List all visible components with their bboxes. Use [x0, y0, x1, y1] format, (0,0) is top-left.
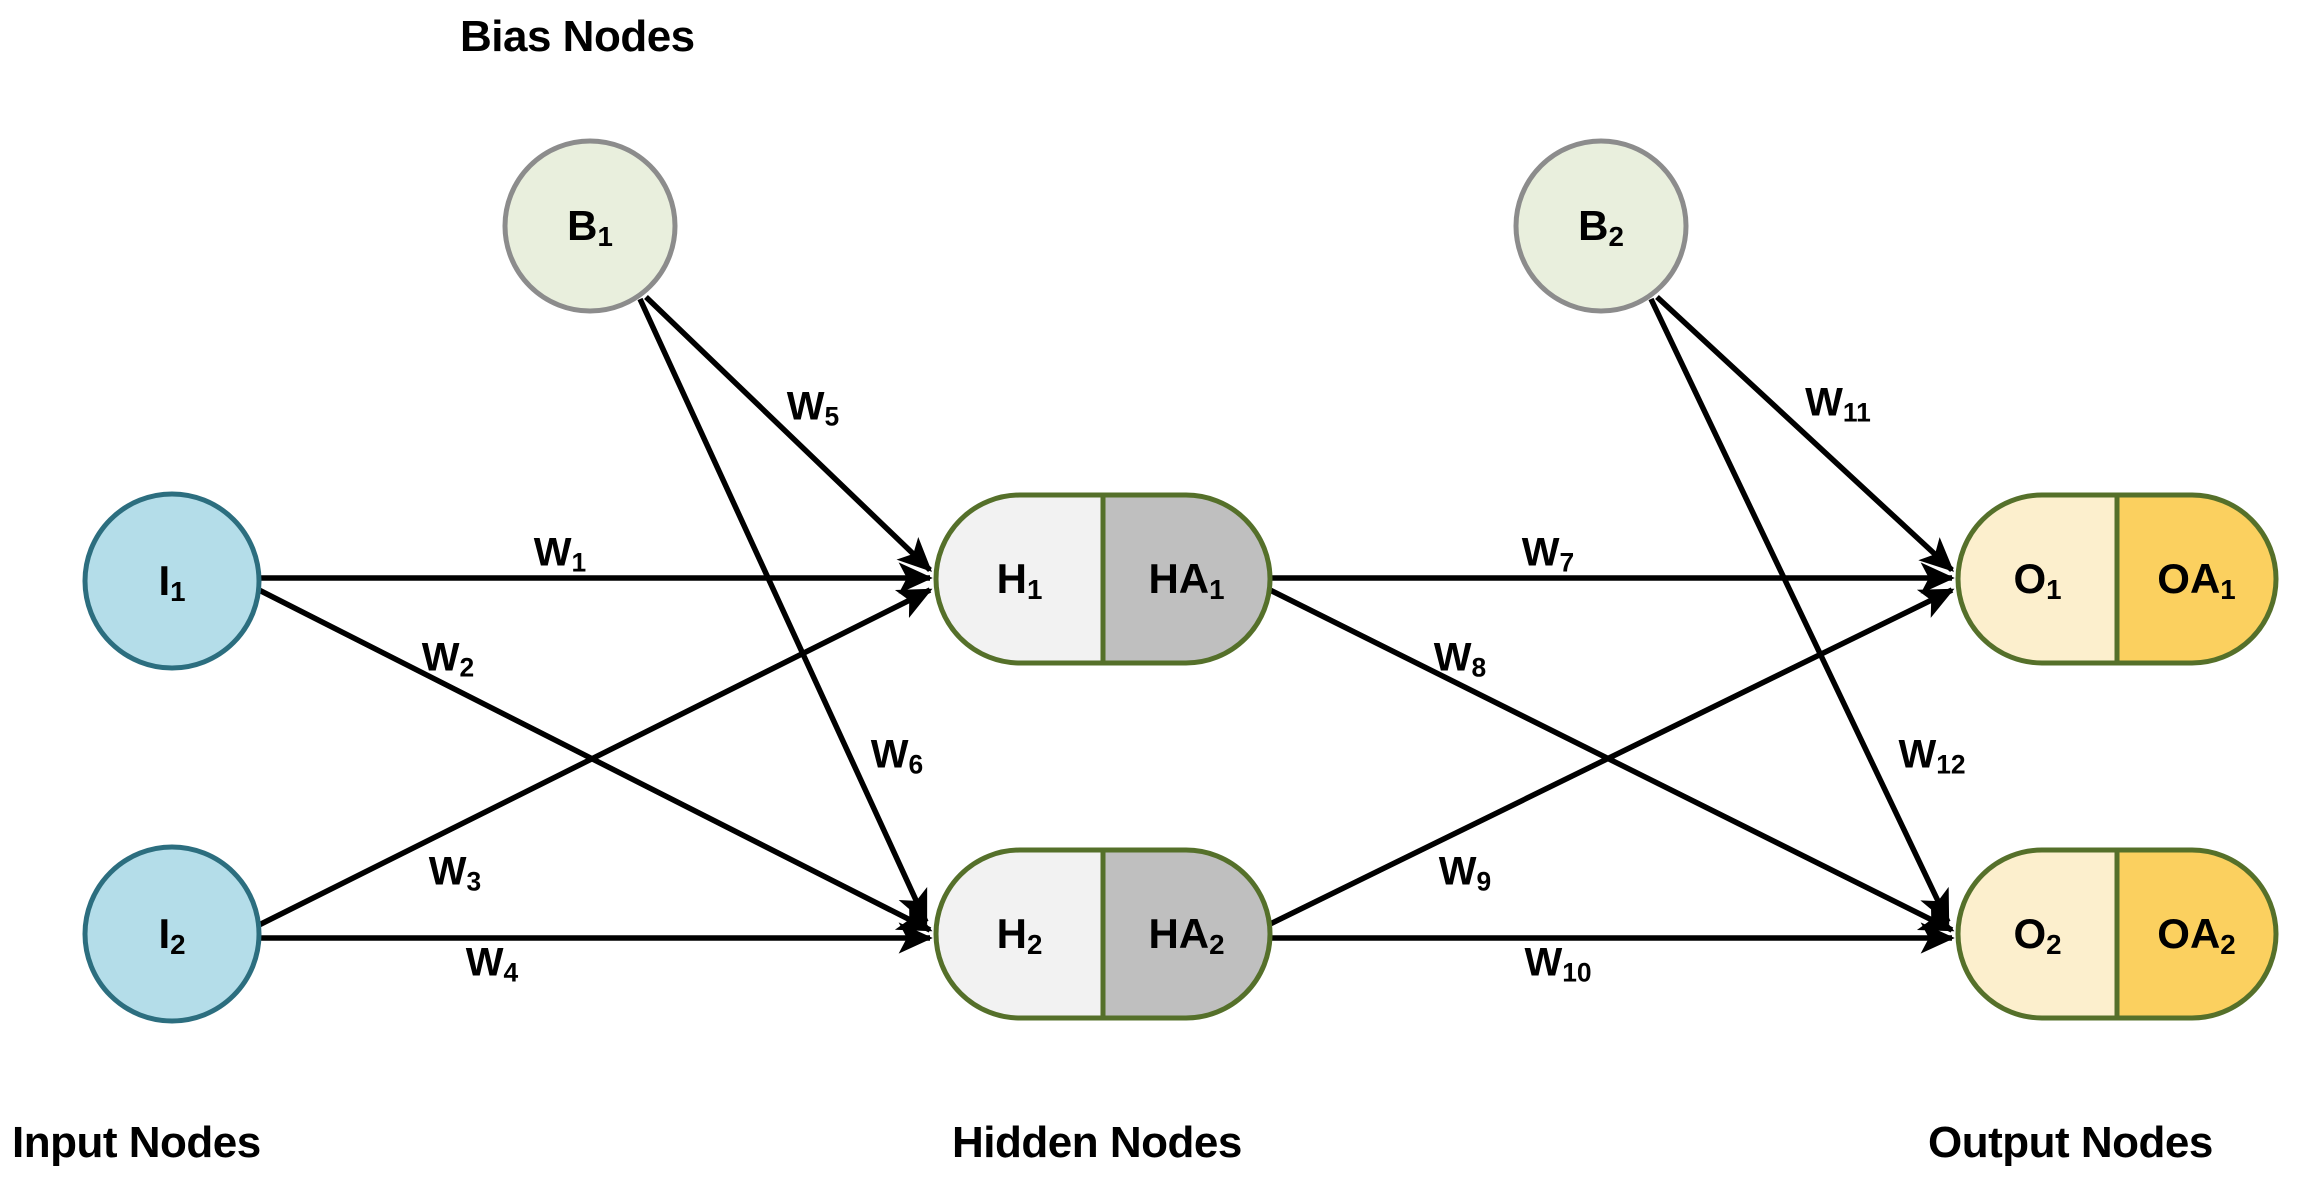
edge-w3 — [257, 587, 933, 928]
edge-label-w8: W8 — [1433, 635, 1487, 683]
edges-group — [257, 294, 1955, 954]
edge-label-w1: W1 — [533, 530, 587, 578]
bias-node-b1[interactable] — [502, 138, 678, 314]
edge-label-w11: W11 — [1805, 380, 1871, 428]
edge-w11 — [1655, 294, 1955, 573]
edge-label-w4: W4 — [465, 940, 519, 988]
hidden-node-h2-activation[interactable] — [1103, 850, 1270, 1018]
edge-label-w3: W3 — [428, 849, 482, 897]
output-title: Output Nodes — [1928, 1118, 2213, 1167]
output-node-o1-activation[interactable] — [2117, 495, 2276, 663]
edge-label-w10: W10 — [1524, 940, 1592, 988]
edge-label-w2: W2 — [421, 635, 475, 683]
hidden-node-h1-activation[interactable] — [1103, 495, 1270, 663]
input-node-i1[interactable] — [82, 491, 262, 671]
edge-w9 — [1266, 587, 1955, 928]
output-node-o2-activation[interactable] — [2117, 850, 2276, 1018]
hidden-title: Hidden Nodes — [952, 1118, 1242, 1167]
edge-w5 — [644, 295, 932, 572]
output-node-o2-preactivation[interactable] — [1958, 850, 2117, 1018]
nodes-group — [82, 138, 2279, 1024]
hidden-node-h1-preactivation[interactable] — [936, 495, 1103, 663]
bias-node-b2[interactable] — [1513, 138, 1689, 314]
hidden-node-h2-preactivation[interactable] — [936, 850, 1103, 1018]
output-node-o1-preactivation[interactable] — [1958, 495, 2117, 663]
input-title: Input Nodes — [12, 1118, 261, 1167]
edge-label-w7: W7 — [1521, 530, 1575, 578]
edge-label-w6: W6 — [870, 732, 924, 780]
bias-title: Bias Nodes — [460, 12, 695, 61]
input-node-i2[interactable] — [82, 844, 262, 1024]
edge-w12 — [1648, 297, 1951, 925]
edge-label-w9: W9 — [1438, 849, 1492, 897]
edge-label-w5: W5 — [786, 384, 840, 432]
edge-label-w12: W12 — [1898, 732, 1966, 780]
edge-w6 — [637, 297, 929, 925]
